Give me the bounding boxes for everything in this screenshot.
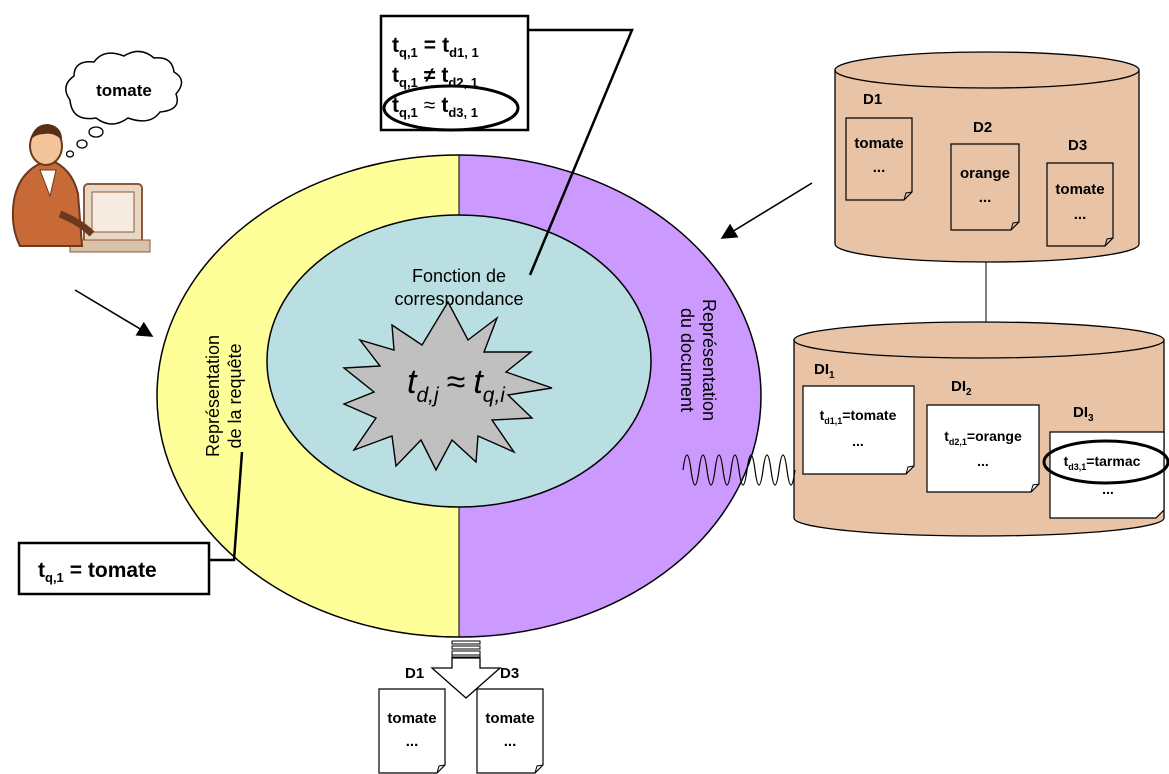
svg-text:du document: du document <box>677 308 697 412</box>
svg-text:Représentation: Représentation <box>699 299 719 421</box>
result-arrow <box>430 640 502 699</box>
user-figure: tomate <box>11 50 183 253</box>
comparison-box: tq,1=td1, 1 tq,1≠td2, 1 tq,1≈td3, 1 <box>379 14 530 132</box>
query-box-connector <box>209 451 244 562</box>
svg-text:tomate: tomate <box>485 710 534 727</box>
user-to-query-arrow <box>74 289 154 337</box>
svg-text:...: ... <box>1074 206 1087 223</box>
approx-match-highlight <box>382 84 520 132</box>
comparison-connector <box>528 28 634 276</box>
query-representation-label: Représentation de la requête <box>203 335 245 457</box>
thought-text: tomate <box>96 81 152 100</box>
person-at-computer-icon <box>11 124 151 253</box>
svg-text:D1: D1 <box>405 665 424 682</box>
function-label-line1: Fonction de <box>412 266 506 286</box>
document-collection-cylinder: D1 tomate ... D2 orange ... D3 tomate ..… <box>834 51 1140 263</box>
index-doc-1 <box>802 385 915 475</box>
collection-doc-3-label: D3 <box>1068 137 1087 154</box>
index-doc-3-label: DI3 <box>1073 404 1094 424</box>
svg-text:...: ... <box>977 453 989 469</box>
document-representation-label: Représentation du document <box>677 299 719 421</box>
collection-doc-3 <box>1046 162 1114 247</box>
collection-to-document-arrow <box>720 182 813 239</box>
function-label-line2: correspondance <box>394 289 523 309</box>
index-doc-2 <box>926 404 1040 493</box>
svg-text:de la requête: de la requête <box>225 343 245 448</box>
svg-text:orange: orange <box>960 165 1010 182</box>
collection-doc-2 <box>950 143 1020 231</box>
index-doc-3 <box>1049 431 1165 519</box>
tarmac-highlight <box>1042 439 1169 485</box>
svg-text:tomate: tomate <box>854 135 903 152</box>
svg-text:...: ... <box>852 433 864 449</box>
svg-text:...: ... <box>1102 481 1114 497</box>
svg-text:...: ... <box>504 733 517 750</box>
svg-text:tq,1= tomate: tq,1= tomate <box>38 559 157 585</box>
index-cylinder: DI1 td1,1=tomate ... DI2 td2,1=orange ..… <box>793 321 1169 537</box>
svg-text:td2,1=orange: td2,1=orange <box>944 428 1022 447</box>
similarity-formula: td,j≈tq,i <box>407 363 506 407</box>
collection-doc-1 <box>845 117 913 201</box>
similarity-star <box>342 300 553 472</box>
collection-doc-1-label: D1 <box>863 91 882 108</box>
index-link-wave <box>682 454 796 486</box>
comparison-row-3: tq,1≈td3, 1 <box>392 94 478 120</box>
comparison-row-1: tq,1=td1, 1 <box>392 34 479 60</box>
collection-doc-2-label: D2 <box>973 119 992 136</box>
result-doc-2: D3 tomate ... <box>476 665 544 774</box>
svg-text:...: ... <box>406 733 419 750</box>
result-doc-1: D1 tomate ... <box>378 665 446 774</box>
index-doc-2-label: DI2 <box>951 378 972 398</box>
svg-text:Représentation: Représentation <box>203 335 223 457</box>
query-term-box: tq,1= tomate <box>17 541 211 596</box>
svg-text:td3,1=tarmac: td3,1=tarmac <box>1064 453 1141 472</box>
svg-text:...: ... <box>979 189 992 206</box>
index-doc-1-label: DI1 <box>814 361 835 381</box>
svg-text:tomate: tomate <box>387 710 436 727</box>
svg-text:...: ... <box>873 159 886 176</box>
thought-bubble: tomate <box>65 50 183 158</box>
main-ellipse: Fonction de correspondance td,j≈tq,i Rep… <box>156 154 762 638</box>
svg-text:tomate: tomate <box>1055 181 1104 198</box>
svg-text:td1,1=tomate: td1,1=tomate <box>820 407 897 426</box>
svg-text:D3: D3 <box>500 665 519 682</box>
